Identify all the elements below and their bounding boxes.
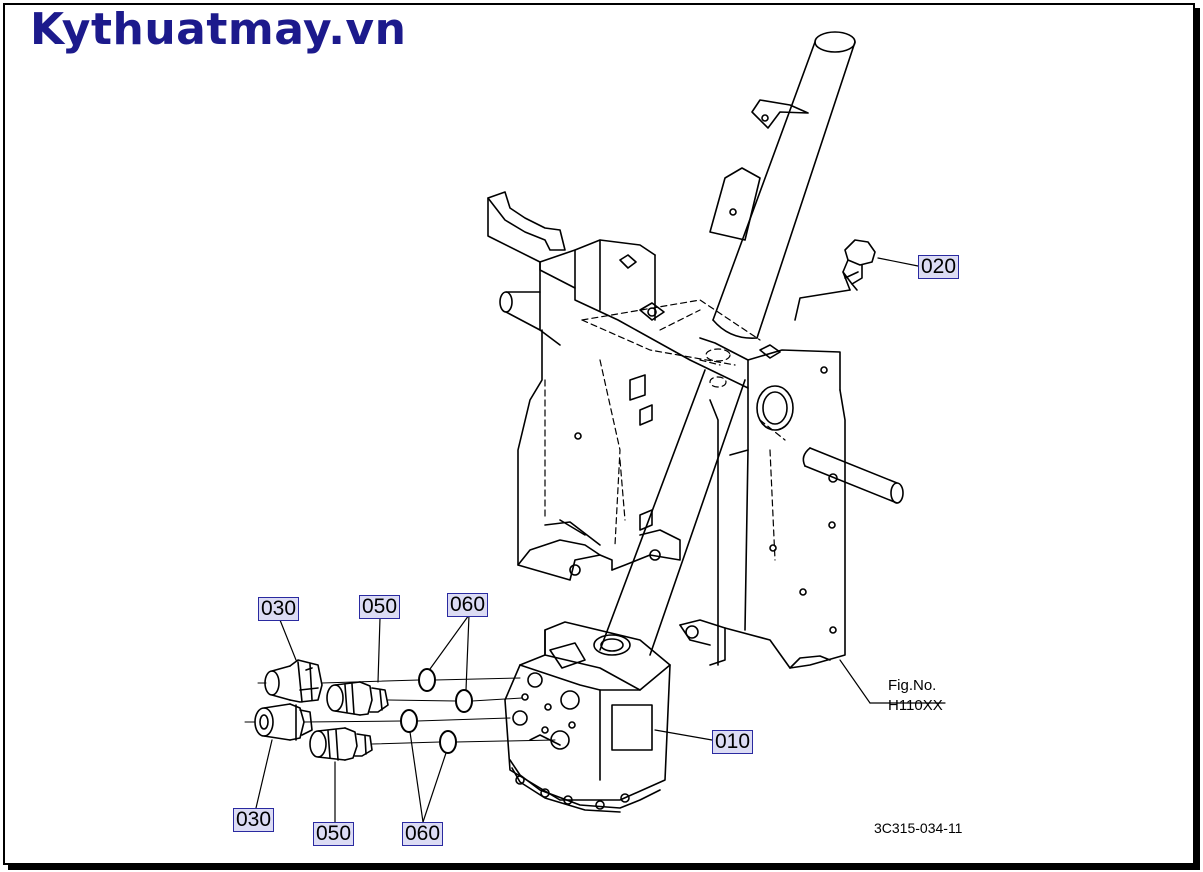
callout-030-bottom[interactable]: 030: [233, 808, 275, 832]
callout-050-top[interactable]: 050: [359, 595, 401, 619]
upper-support-frame: [487, 191, 841, 456]
frame-shadow-bottom: [8, 865, 1200, 870]
callout-030-top[interactable]: 030: [258, 597, 300, 621]
callout-060-bottom[interactable]: 060: [402, 822, 444, 846]
steering-column: [599, 31, 856, 656]
fitting-030-upper: [264, 659, 323, 703]
drawing-code: 3C315-034-11: [874, 820, 963, 836]
callout-010[interactable]: 010: [712, 730, 754, 754]
frame-shadow-right: [1195, 8, 1200, 868]
right-side-plate: [679, 366, 846, 669]
leader-lines: [255, 257, 946, 823]
watermark: Kythuatmay.vn: [30, 4, 407, 55]
callout-050-bottom[interactable]: 050: [313, 822, 355, 846]
diagram-frame: [3, 3, 1195, 865]
callout-020[interactable]: 020: [918, 255, 960, 279]
fitting-050-upper: [326, 681, 389, 716]
assembly-lines: [244, 677, 556, 745]
cross-shaft: [499, 291, 904, 504]
fig-no-label: Fig.No.: [888, 677, 937, 694]
fitting-050-lower: [309, 727, 373, 761]
left-side-plate: [517, 329, 681, 581]
fig-ref-link[interactable]: H110XX: [888, 697, 943, 714]
steering-unit-010: [504, 621, 671, 813]
hidden-lines: [544, 299, 786, 561]
fitting-030-lower: [254, 703, 313, 741]
callout-060-top[interactable]: 060: [447, 593, 489, 617]
bolt-020: [794, 239, 876, 321]
column-brackets: [709, 99, 809, 241]
